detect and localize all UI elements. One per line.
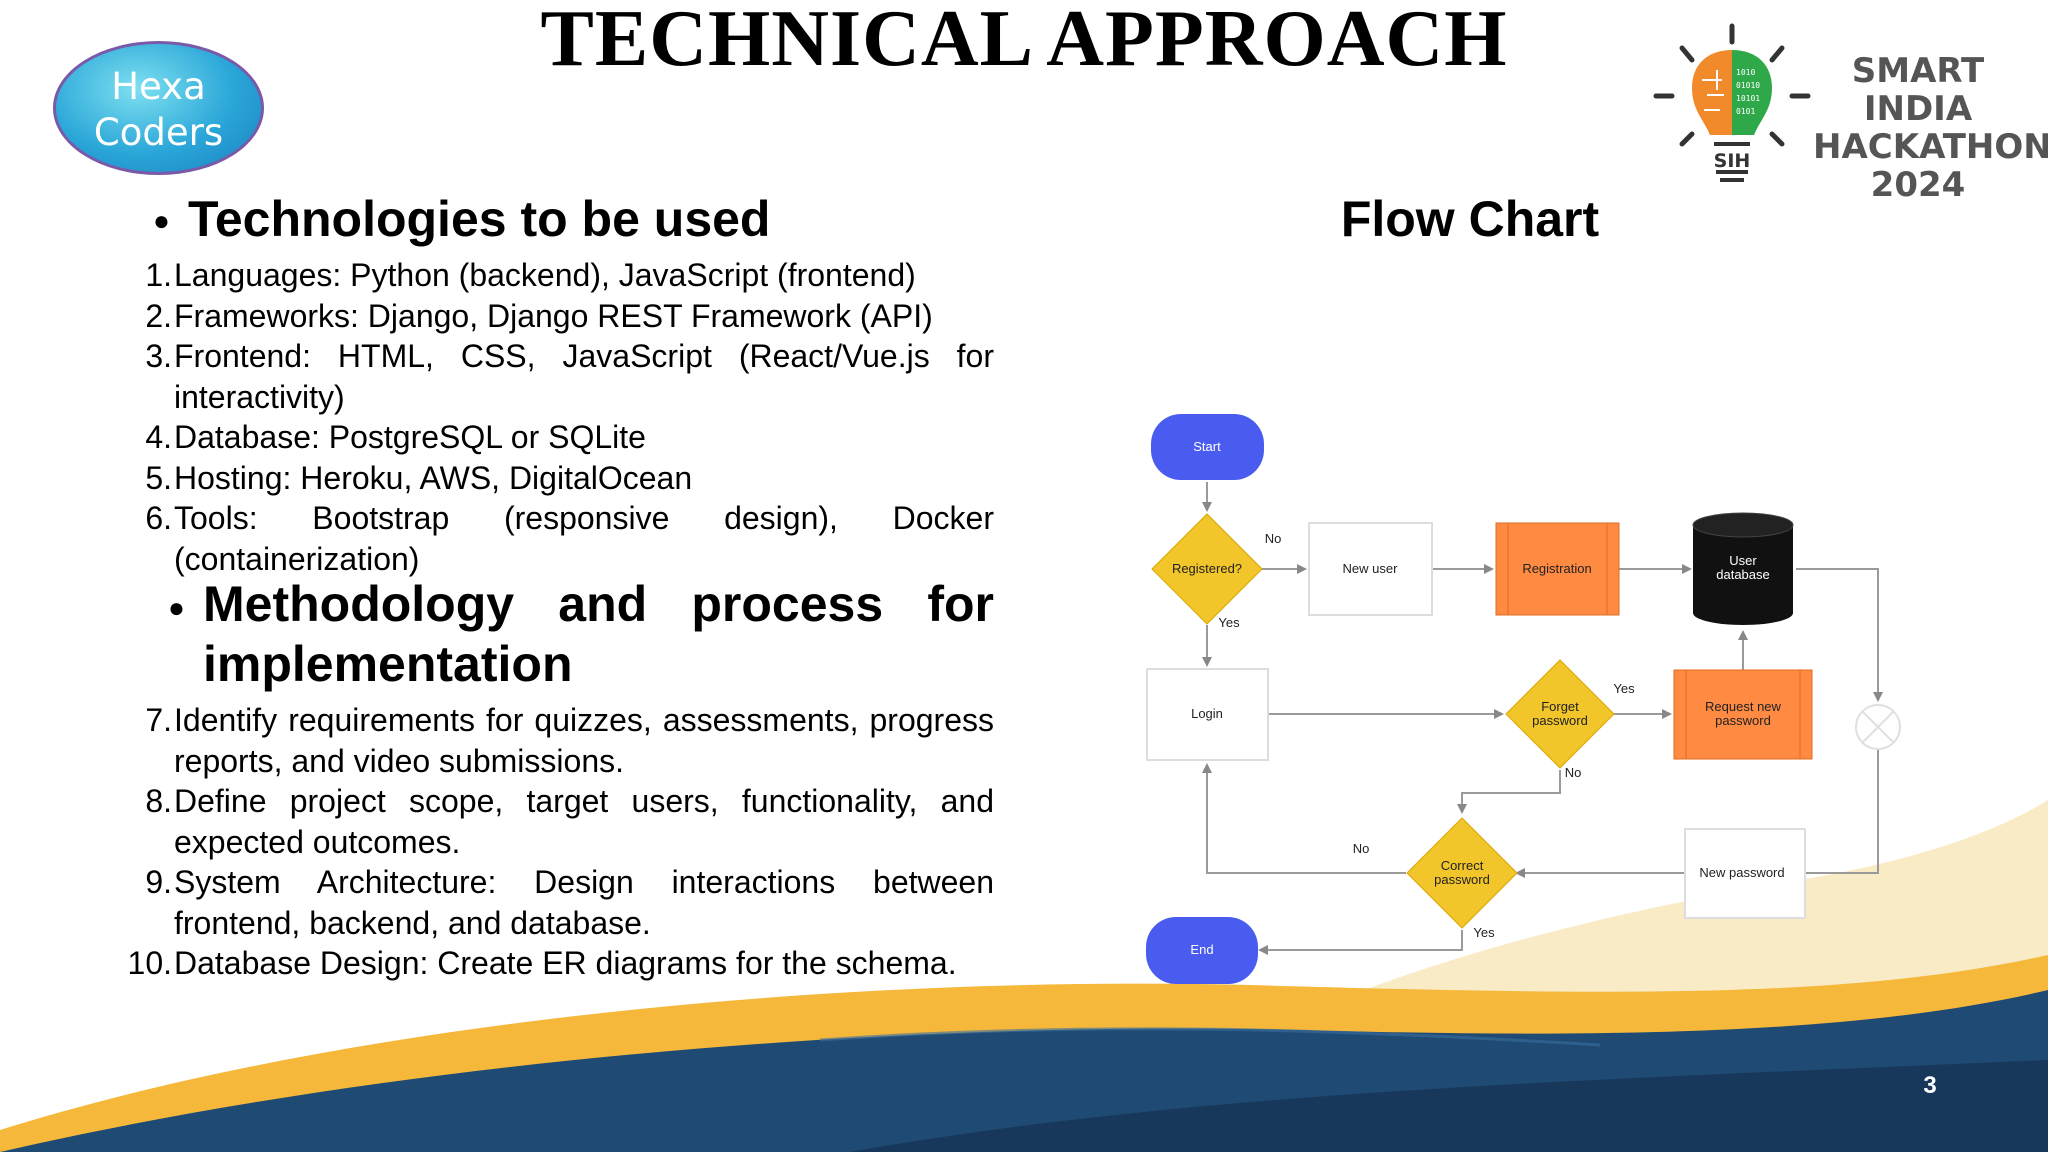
flow-node-registration-label: Registration	[1522, 561, 1591, 576]
flow-node-registered-label: Registered?	[1172, 561, 1242, 576]
edge-label-yes: Yes	[1473, 925, 1495, 940]
list-item: 7. Identify requirements for quizzes, as…	[120, 700, 994, 782]
edge-cross-newpassword	[1806, 748, 1879, 874]
flow-node-start	[1151, 414, 1264, 480]
flow-node-user-database	[1693, 525, 1793, 625]
edge-forget-correct	[1457, 770, 1561, 814]
edge-label-no: No	[1353, 841, 1370, 856]
list-item: 5. Hosting: Heroku, AWS, DigitalOcean	[120, 458, 994, 499]
svg-text:01010: 01010	[1736, 81, 1760, 90]
flow-node-end	[1146, 917, 1258, 984]
light-streak	[819, 1027, 1601, 1047]
flow-node-forget-label2: password	[1532, 713, 1588, 728]
bullet-icon: ●	[168, 592, 185, 623]
svg-text:1010: 1010	[1736, 68, 1755, 77]
flow-node-new-user	[1308, 522, 1433, 616]
flow-node-login	[1146, 668, 1269, 761]
edge-db-cross	[1796, 568, 1883, 702]
flow-node-request-label2: password	[1715, 713, 1771, 728]
list-item: 1. Languages: Python (backend), JavaScri…	[120, 255, 994, 296]
item-text: Hosting: Heroku, AWS, DigitalOcean	[174, 460, 693, 496]
item-text: Frameworks: Django, Django REST Framewor…	[174, 298, 933, 334]
item-number: 9.	[145, 864, 172, 900]
list-item: 8. Define project scope, target users, f…	[120, 781, 994, 863]
item-number: 1.	[145, 257, 172, 293]
item-number: 6.	[145, 500, 172, 536]
team-name-line2: Coders	[93, 111, 224, 154]
team-name-line1: Hexa	[111, 65, 206, 108]
flow-chart-title: Flow Chart	[1340, 191, 1600, 247]
list-item: 3. Frontend: HTML, CSS, JavaScript (Reac…	[120, 336, 994, 418]
flow-node-end-label: End	[1190, 942, 1213, 957]
edge-label-yes: Yes	[1613, 681, 1635, 696]
flow-node-start-label: Start	[1193, 439, 1221, 454]
flow-node-request-new-password	[1673, 669, 1813, 760]
sih-line3: 2024	[1870, 165, 1966, 205]
item-number: 5.	[145, 460, 172, 496]
technologies-heading: Technologies to be used	[188, 191, 771, 247]
list-item: 10. Database Design: Create ER diagrams …	[120, 943, 994, 1025]
team-badge: Hexa Coders	[53, 41, 264, 175]
flow-node-new-user-label: New user	[1343, 561, 1399, 576]
sih-mark: SIH	[1714, 150, 1751, 172]
bullet-icon: ●	[153, 205, 170, 236]
svg-text:0101: 0101	[1736, 107, 1755, 116]
sih-line2: HACKATHON	[1813, 127, 2048, 167]
slide-title: TECHNICAL APPROACH	[540, 0, 1508, 83]
flow-node-forget-label1: Forget	[1541, 699, 1579, 714]
flow-node-user-db-label2: database	[1716, 567, 1770, 582]
edge-label-no: No	[1265, 531, 1282, 546]
edge-correct-login	[1202, 763, 1406, 874]
flow-node-new-password-label: New password	[1699, 865, 1784, 880]
item-text: Identify requirements for quizzes, asses…	[174, 702, 994, 779]
list-item: 4. Database: PostgreSQL or SQLite	[120, 417, 994, 458]
flow-node-forget-password	[1505, 659, 1615, 769]
item-number: 2.	[145, 298, 172, 334]
list-item: 6. Tools: Bootstrap (responsive design),…	[120, 498, 994, 580]
sih-logo-text: SMART INDIA HACKATHON 2024	[1813, 51, 2048, 205]
item-number: 7.	[145, 702, 172, 738]
flow-node-correct-password	[1406, 817, 1518, 929]
edge-correct-end	[1258, 930, 1463, 955]
item-text: Database Design: Create ER diagrams for …	[174, 945, 957, 981]
brain-lightbulb-icon: 1010 01010 10101 0101 SIH	[1653, 23, 1811, 182]
item-text: Database: PostgreSQL or SQLite	[174, 419, 646, 455]
flow-node-merge-cross	[1855, 704, 1901, 750]
item-number: 8.	[145, 783, 172, 819]
svg-text:10101: 10101	[1736, 94, 1760, 103]
flow-node-registration	[1495, 522, 1620, 616]
flow-node-user-db-label1: User	[1729, 553, 1757, 568]
page-number: 3	[1923, 1072, 1937, 1099]
flow-node-registered	[1151, 513, 1263, 625]
sih-line1: SMART INDIA	[1851, 51, 1985, 129]
edge-label-no: No	[1565, 765, 1582, 780]
item-text: System Architecture: Design interactions…	[174, 864, 994, 941]
item-text: Languages: Python (backend), JavaScript …	[174, 257, 916, 293]
flow-node-correct-label2: password	[1434, 872, 1490, 887]
item-number: 3.	[145, 338, 172, 374]
flow-node-login-label: Login	[1191, 706, 1223, 721]
item-text: Define project scope, target users, func…	[174, 783, 994, 860]
item-number: 10.	[127, 945, 172, 981]
flow-node-request-label1: Request new	[1705, 699, 1781, 714]
flow-node-new-password	[1684, 828, 1806, 919]
navy-wave-dark	[850, 1060, 2048, 1152]
flow-node-correct-label1: Correct	[1441, 858, 1484, 873]
item-text: Frontend: HTML, CSS, JavaScript (React/V…	[174, 338, 994, 415]
list-item: 2. Frameworks: Django, Django REST Frame…	[120, 296, 994, 337]
item-number: 4.	[145, 419, 172, 455]
edge-label-yes: Yes	[1218, 615, 1240, 630]
item-text: Tools: Bootstrap (responsive design), Do…	[174, 500, 994, 577]
list-item: 9. System Architecture: Design interacti…	[120, 862, 994, 944]
methodology-heading: Methodology and process for implementati…	[203, 576, 994, 692]
